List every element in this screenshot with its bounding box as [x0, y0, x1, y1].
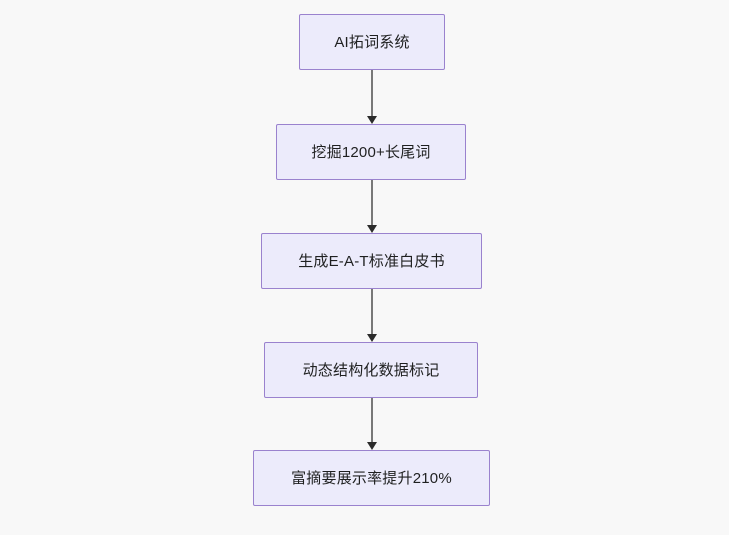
flow-node-label: 动态结构化数据标记	[302, 361, 440, 379]
flow-edge-node2-node3	[367, 180, 377, 233]
flow-node-generate-eat-whitepaper[interactable]: 生成E-A-T标准白皮书	[261, 233, 482, 289]
flow-node-label: AI拓词系统	[334, 33, 410, 51]
flow-node-rich-snippet-impression-lift[interactable]: 富摘要展示率提升210%	[253, 450, 490, 506]
edge-line	[371, 398, 373, 443]
edge-line	[371, 289, 373, 335]
flow-node-label: 生成E-A-T标准白皮书	[298, 252, 445, 270]
flow-node-label: 挖掘1200+长尾词	[311, 143, 431, 161]
flow-node-label: 富摘要展示率提升210%	[291, 469, 452, 487]
arrowhead-icon	[367, 442, 377, 450]
arrowhead-icon	[367, 334, 377, 342]
flow-edge-node3-node4	[367, 289, 377, 342]
edge-line	[371, 70, 373, 117]
edge-line	[371, 180, 373, 226]
flow-edge-node1-node2	[367, 70, 377, 124]
flow-node-ai-keyword-system[interactable]: AI拓词系统	[299, 14, 445, 70]
arrowhead-icon	[367, 116, 377, 124]
flow-node-mine-longtail-keywords[interactable]: 挖掘1200+长尾词	[276, 124, 466, 180]
flow-node-dynamic-structured-data-markup[interactable]: 动态结构化数据标记	[264, 342, 478, 398]
flow-edge-node4-node5	[367, 398, 377, 450]
arrowhead-icon	[367, 225, 377, 233]
